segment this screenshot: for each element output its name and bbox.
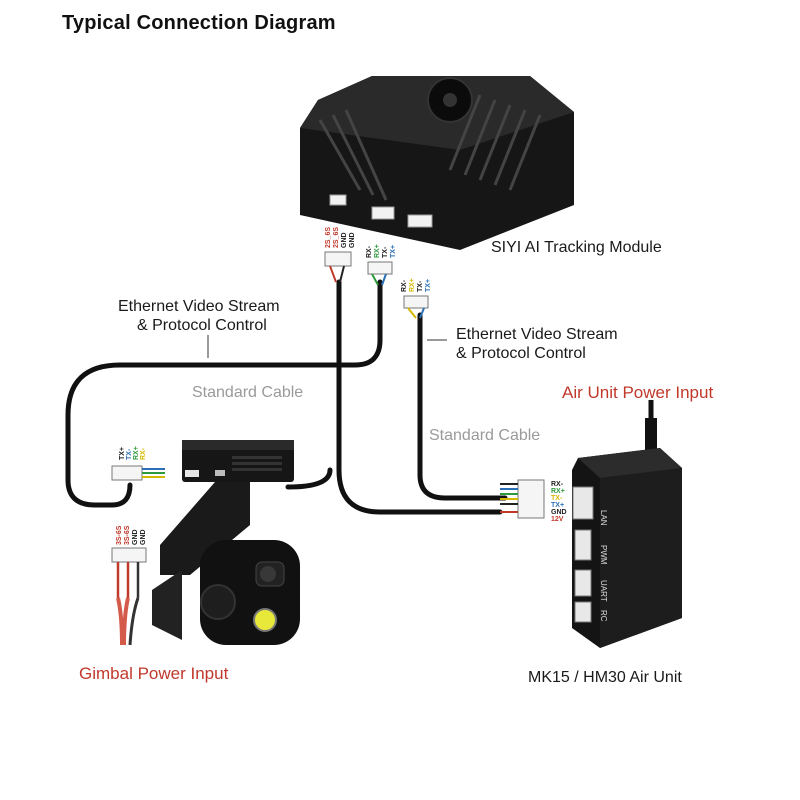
module-pin-labels: 2S_6S 2S_6S GND GND RX- RX+ TX- TX+ RX- …	[325, 227, 432, 292]
tracking-module	[300, 76, 574, 250]
gimbal-power-label: Gimbal Power Input	[79, 664, 229, 683]
air-pin-3: TX-	[551, 495, 563, 502]
standard-cable-label-bottom: Standard Cable	[429, 427, 541, 444]
ethernet-label-right-line1: Ethernet Video Stream	[456, 326, 618, 343]
gimbal-eth-pin-2: TX-	[126, 448, 133, 460]
air-pin-6: 12V	[551, 516, 564, 523]
module-pin-eth-b-3: TX-	[417, 280, 424, 292]
module-pigtails	[324, 251, 429, 319]
leader-lines	[207, 335, 447, 358]
module-pin-eth-b-1: RX-	[401, 279, 408, 292]
air-unit-lan-connector	[500, 479, 545, 519]
port-pwm-label: PWM	[599, 545, 608, 565]
cable-module-power	[336, 279, 503, 515]
port-rc-label: RC	[599, 610, 608, 622]
gimbal-ethernet-connector	[111, 465, 165, 481]
gimbal-power-pin-2: 3S-6S	[124, 525, 131, 545]
module-pin-eth-b-4: TX+	[425, 279, 432, 292]
module-pin-eth-a-4: TX+	[390, 245, 397, 258]
gimbal-ethernet-pins: TX+ TX- RX+ RX-	[119, 446, 147, 460]
air-pin-5: GND	[551, 509, 567, 516]
ethernet-label-left-line2: & Protocol Control	[137, 317, 267, 334]
module-pin-eth-a-3: TX-	[382, 246, 389, 258]
ethernet-label-left-line1: Ethernet Video Stream	[118, 298, 280, 315]
cables	[65, 279, 508, 515]
gimbal-power-pins: 3S-6S 3S-6S GND GND	[116, 525, 147, 545]
module-pin-power-3: GND	[341, 232, 348, 248]
tracking-module-label: SIYI AI Tracking Module	[491, 239, 662, 256]
gimbal-eth-pin-1: TX+	[119, 447, 126, 460]
air-unit-port-labels: LAN PWM UART RC	[599, 510, 608, 622]
air-unit-pins: RX- RX+ TX- TX+ GND 12V	[551, 481, 567, 523]
air-unit	[572, 400, 682, 648]
air-unit-label: MK15 / HM30 Air Unit	[528, 669, 682, 686]
gimbal-power-pin-1: 3S-6S	[116, 525, 123, 545]
ethernet-label-right-line2: & Protocol Control	[456, 345, 586, 362]
module-pin-power-2: 2S_6S	[333, 227, 340, 248]
port-lan-label: LAN	[599, 510, 608, 526]
cable-ethernet-to-gimbal	[65, 279, 383, 508]
port-uart-label: UART	[599, 580, 608, 602]
gimbal-power-pin-4: GND	[140, 529, 147, 545]
gimbal-eth-pin-4: RX-	[140, 447, 147, 460]
gimbal-power-pin-3: GND	[132, 529, 139, 545]
diagram-title: Typical Connection Diagram	[62, 12, 336, 34]
module-pin-eth-b-2: RX+	[409, 278, 416, 292]
air-pin-4: TX+	[551, 502, 564, 509]
module-pin-eth-a-1: RX-	[366, 245, 373, 258]
air-unit-power-label: Air Unit Power Input	[562, 383, 714, 402]
module-pin-eth-a-2: RX+	[374, 244, 381, 258]
cable-gimbal-mid	[285, 467, 333, 490]
gimbal-eth-pin-3: RX+	[133, 446, 140, 460]
air-pin-2: RX+	[551, 488, 565, 495]
module-pin-power-1: 2S_6S	[325, 227, 332, 248]
standard-cable-label-top: Standard Cable	[192, 384, 304, 401]
module-pin-power-4: GND	[349, 232, 356, 248]
air-pin-1: RX-	[551, 481, 564, 488]
cable-ethernet-to-airunit	[417, 312, 508, 501]
gimbal-power-pigtail	[111, 547, 147, 646]
gimbal-camera	[152, 440, 300, 645]
